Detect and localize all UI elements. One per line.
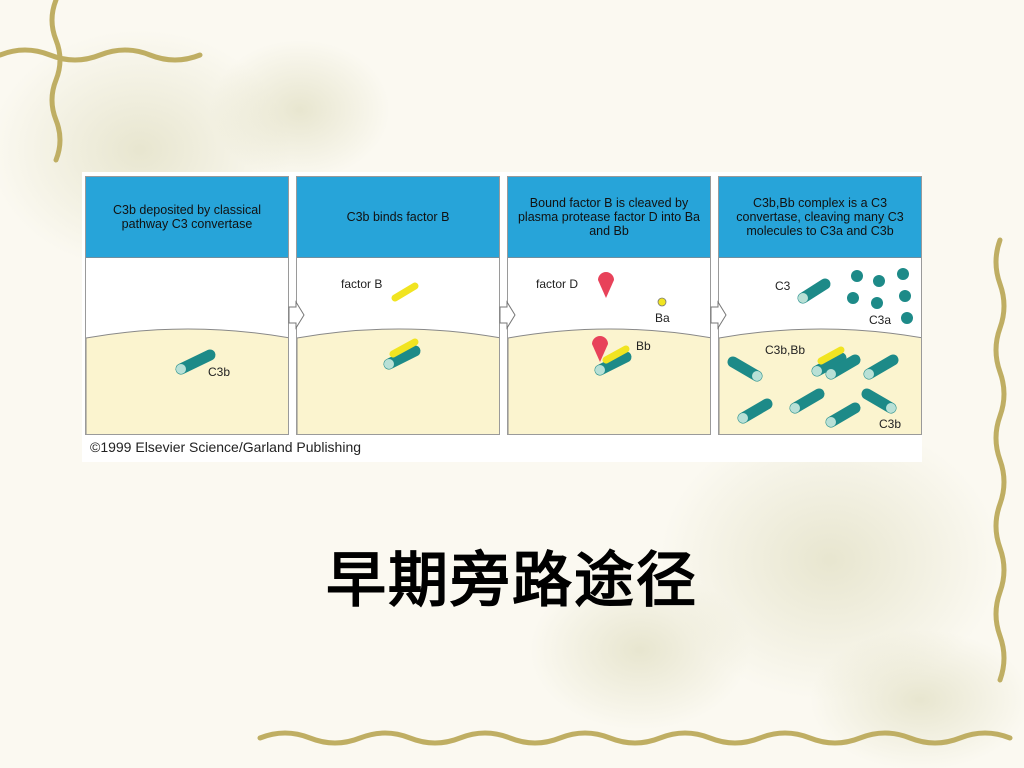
panel-2: C3b binds factor B factor B bbox=[296, 176, 500, 435]
cell-membrane bbox=[508, 328, 710, 434]
complement-pathway-figure: C3b deposited by classical pathway C3 co… bbox=[82, 172, 922, 462]
panel-4-header: C3b,Bb complex is a C3 convertase, cleav… bbox=[719, 177, 921, 258]
factor-b-molecule bbox=[391, 282, 419, 302]
panel-4-art: C3 C3a C3b,Bb bbox=[719, 268, 921, 434]
panel-2-header: C3b binds factor B bbox=[297, 177, 499, 258]
slide-title: 早期旁路途径 bbox=[326, 546, 698, 616]
panel-3-header: Bound factor B is cleaved by plasma prot… bbox=[508, 177, 710, 258]
c3a-fragments bbox=[847, 268, 913, 324]
ba-label: Ba bbox=[655, 311, 670, 325]
c3bbb-label: C3b,Bb bbox=[765, 343, 805, 357]
panel-1-art: C3b bbox=[86, 328, 288, 434]
c3b-molecule bbox=[175, 349, 216, 375]
vine-border bbox=[0, 0, 1013, 746]
cell-membrane bbox=[297, 328, 499, 434]
copyright-notice: ©1999 Elsevier Science/Garland Publishin… bbox=[90, 439, 362, 455]
c3a-label: C3a bbox=[869, 313, 891, 327]
panel-2-art: factor B bbox=[297, 277, 499, 434]
c3-molecule bbox=[797, 278, 831, 304]
panel-1: C3b deposited by classical pathway C3 co… bbox=[85, 176, 289, 435]
factor-d-label: factor D bbox=[536, 277, 578, 291]
cell-membrane bbox=[86, 328, 288, 434]
panel-3: Bound factor B is cleaved by plasma prot… bbox=[507, 176, 711, 435]
bb-label: Bb bbox=[636, 339, 651, 353]
c3b-bb-convertase bbox=[811, 346, 847, 377]
panel-4: C3b,Bb complex is a C3 convertase, cleav… bbox=[718, 176, 922, 435]
c3b-bb-complex bbox=[592, 336, 632, 376]
panel-1-header: C3b deposited by classical pathway C3 co… bbox=[86, 177, 288, 258]
c3-label: C3 bbox=[775, 279, 791, 293]
c3b-molecule-ends bbox=[738, 369, 896, 427]
ba-fragment bbox=[657, 297, 667, 307]
flower-watermark bbox=[0, 30, 1024, 768]
c3b-label: C3b bbox=[879, 417, 901, 431]
factor-b-label: factor B bbox=[341, 277, 382, 291]
c3b-label: C3b bbox=[208, 365, 230, 379]
factor-d-molecule bbox=[598, 272, 614, 298]
panel-3-art: factor D Ba Bb bbox=[508, 272, 710, 434]
c3b-factor-b-complex bbox=[383, 338, 421, 370]
